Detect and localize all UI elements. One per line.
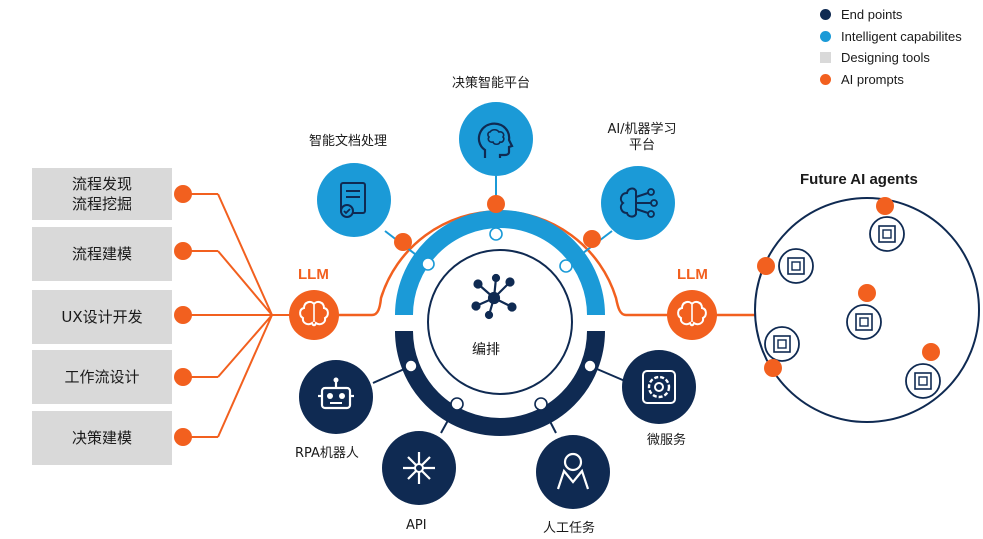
legend-label: AI prompts — [841, 71, 904, 87]
legend: End points Intelligent capabilites Desig… — [820, 4, 962, 90]
legend-item-capabilities: Intelligent capabilites — [820, 26, 962, 48]
legend-item-endpoints: End points — [820, 4, 962, 26]
legend-swatch — [820, 9, 831, 21]
prompt-dot-decision — [487, 195, 505, 213]
spoke-ml — [565, 230, 613, 267]
node-api — [450, 397, 464, 411]
tool-prompt-dot — [174, 185, 192, 203]
legend-label: Designing tools — [841, 50, 930, 66]
rpa-robot-icon — [299, 360, 373, 434]
legend-item-prompts: AI prompts — [820, 69, 962, 91]
ai-ml-label-line: 平台 — [628, 138, 655, 153]
microservice-label: 微服务 — [647, 433, 687, 448]
tool-prompt-dot — [174, 428, 192, 446]
node-ml — [559, 259, 573, 273]
tool-label: 决策建模 — [71, 429, 132, 447]
node-decision — [489, 227, 503, 241]
microservice-icon — [622, 350, 696, 424]
tool-workflow-design: 工作流设计 — [32, 350, 172, 404]
endpoint-ring — [395, 330, 605, 436]
tool-process-modeling: 流程建模 — [32, 227, 172, 281]
llm-left-label: LLM — [298, 266, 329, 283]
agent-chip-icon — [764, 326, 800, 377]
doc-processing-label: 智能文档处理 — [309, 134, 388, 149]
api-icon — [382, 431, 456, 505]
orchestration-label: 编排 — [472, 342, 500, 358]
rpa-label: RPA机器人 — [295, 446, 359, 461]
ai-ml-platform-label: AI/机器学习 平台 — [600, 122, 684, 154]
human-task-icon — [536, 435, 610, 509]
legend-swatch — [820, 73, 831, 85]
human-task-label: 人工任务 — [543, 521, 596, 536]
legend-swatch — [820, 52, 831, 64]
agent-chip-icon — [846, 284, 882, 340]
ai-ml-platform-icon — [601, 166, 675, 240]
agent-chip-icon — [757, 248, 814, 284]
tool-label: 工作流设计 — [64, 368, 140, 386]
tool-prompt-dot — [174, 306, 192, 324]
tool-label: 流程建模 — [71, 245, 132, 263]
node-rpa — [404, 359, 418, 373]
node-doc — [421, 257, 435, 271]
prompt-dot-doc — [394, 233, 412, 251]
llm-right-label: LLM — [677, 266, 708, 283]
capability-ring — [395, 210, 605, 316]
decision-platform-label: 决策智能平台 — [452, 76, 531, 91]
doc-processing-icon — [317, 163, 391, 237]
api-label: API — [406, 518, 427, 533]
legend-swatch — [820, 30, 831, 42]
tool-decision-modeling: 决策建模 — [32, 411, 172, 465]
tool-label: UX设计开发 — [61, 308, 143, 326]
decision-intelligence-icon — [459, 102, 533, 176]
legend-label: Intelligent capabilites — [841, 28, 962, 44]
tool-connectors — [183, 193, 290, 438]
tool-prompt-dot — [174, 368, 192, 386]
future-agents-title: Future AI agents — [800, 171, 918, 188]
tool-process-discovery: 流程发现 流程挖掘 — [32, 168, 172, 220]
legend-label: End points — [841, 7, 903, 23]
spoke-rpa — [372, 365, 412, 384]
tool-prompt-dot — [174, 242, 192, 260]
llm-right-icon — [667, 290, 717, 340]
legend-item-tools: Designing tools — [820, 47, 962, 69]
prompt-dot-ml — [583, 230, 601, 248]
node-human — [534, 397, 548, 411]
agent-chip-icon — [905, 343, 941, 399]
ai-ml-label-line: AI/机器学习 — [607, 122, 677, 137]
tool-label: 流程挖掘 — [71, 195, 132, 213]
agent-chip-icon — [869, 197, 905, 252]
llm-left-icon — [289, 290, 339, 340]
future-agents-circle — [754, 197, 980, 423]
node-micro — [583, 359, 597, 373]
tool-label: 流程发现 — [71, 175, 132, 193]
hub-inner-ring — [427, 249, 573, 395]
tool-ux-design: UX设计开发 — [32, 290, 172, 344]
orchestration-network-icon — [471, 273, 517, 320]
